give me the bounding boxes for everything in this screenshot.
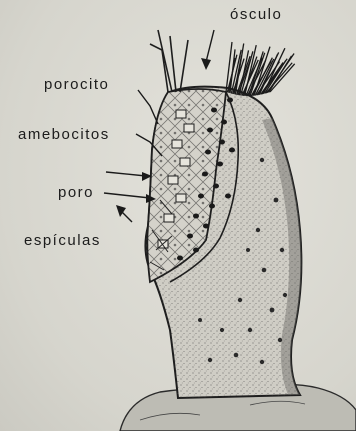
osculum-fringe: [226, 42, 295, 96]
osculo-arrowhead: [201, 58, 211, 70]
porocito-label: porocito: [44, 76, 109, 93]
top-spicules: [150, 30, 188, 92]
osculo-label: ósculo: [230, 6, 282, 23]
espiculas-label: espículas: [24, 232, 101, 249]
amebocitos-label: amebocitos: [18, 126, 110, 143]
poro-leader: [104, 193, 150, 198]
poro-label: poro: [58, 184, 94, 201]
osculo-leader: [206, 30, 214, 62]
porocito-leader: [138, 90, 158, 124]
amebocitos-leader-2: [106, 172, 146, 176]
